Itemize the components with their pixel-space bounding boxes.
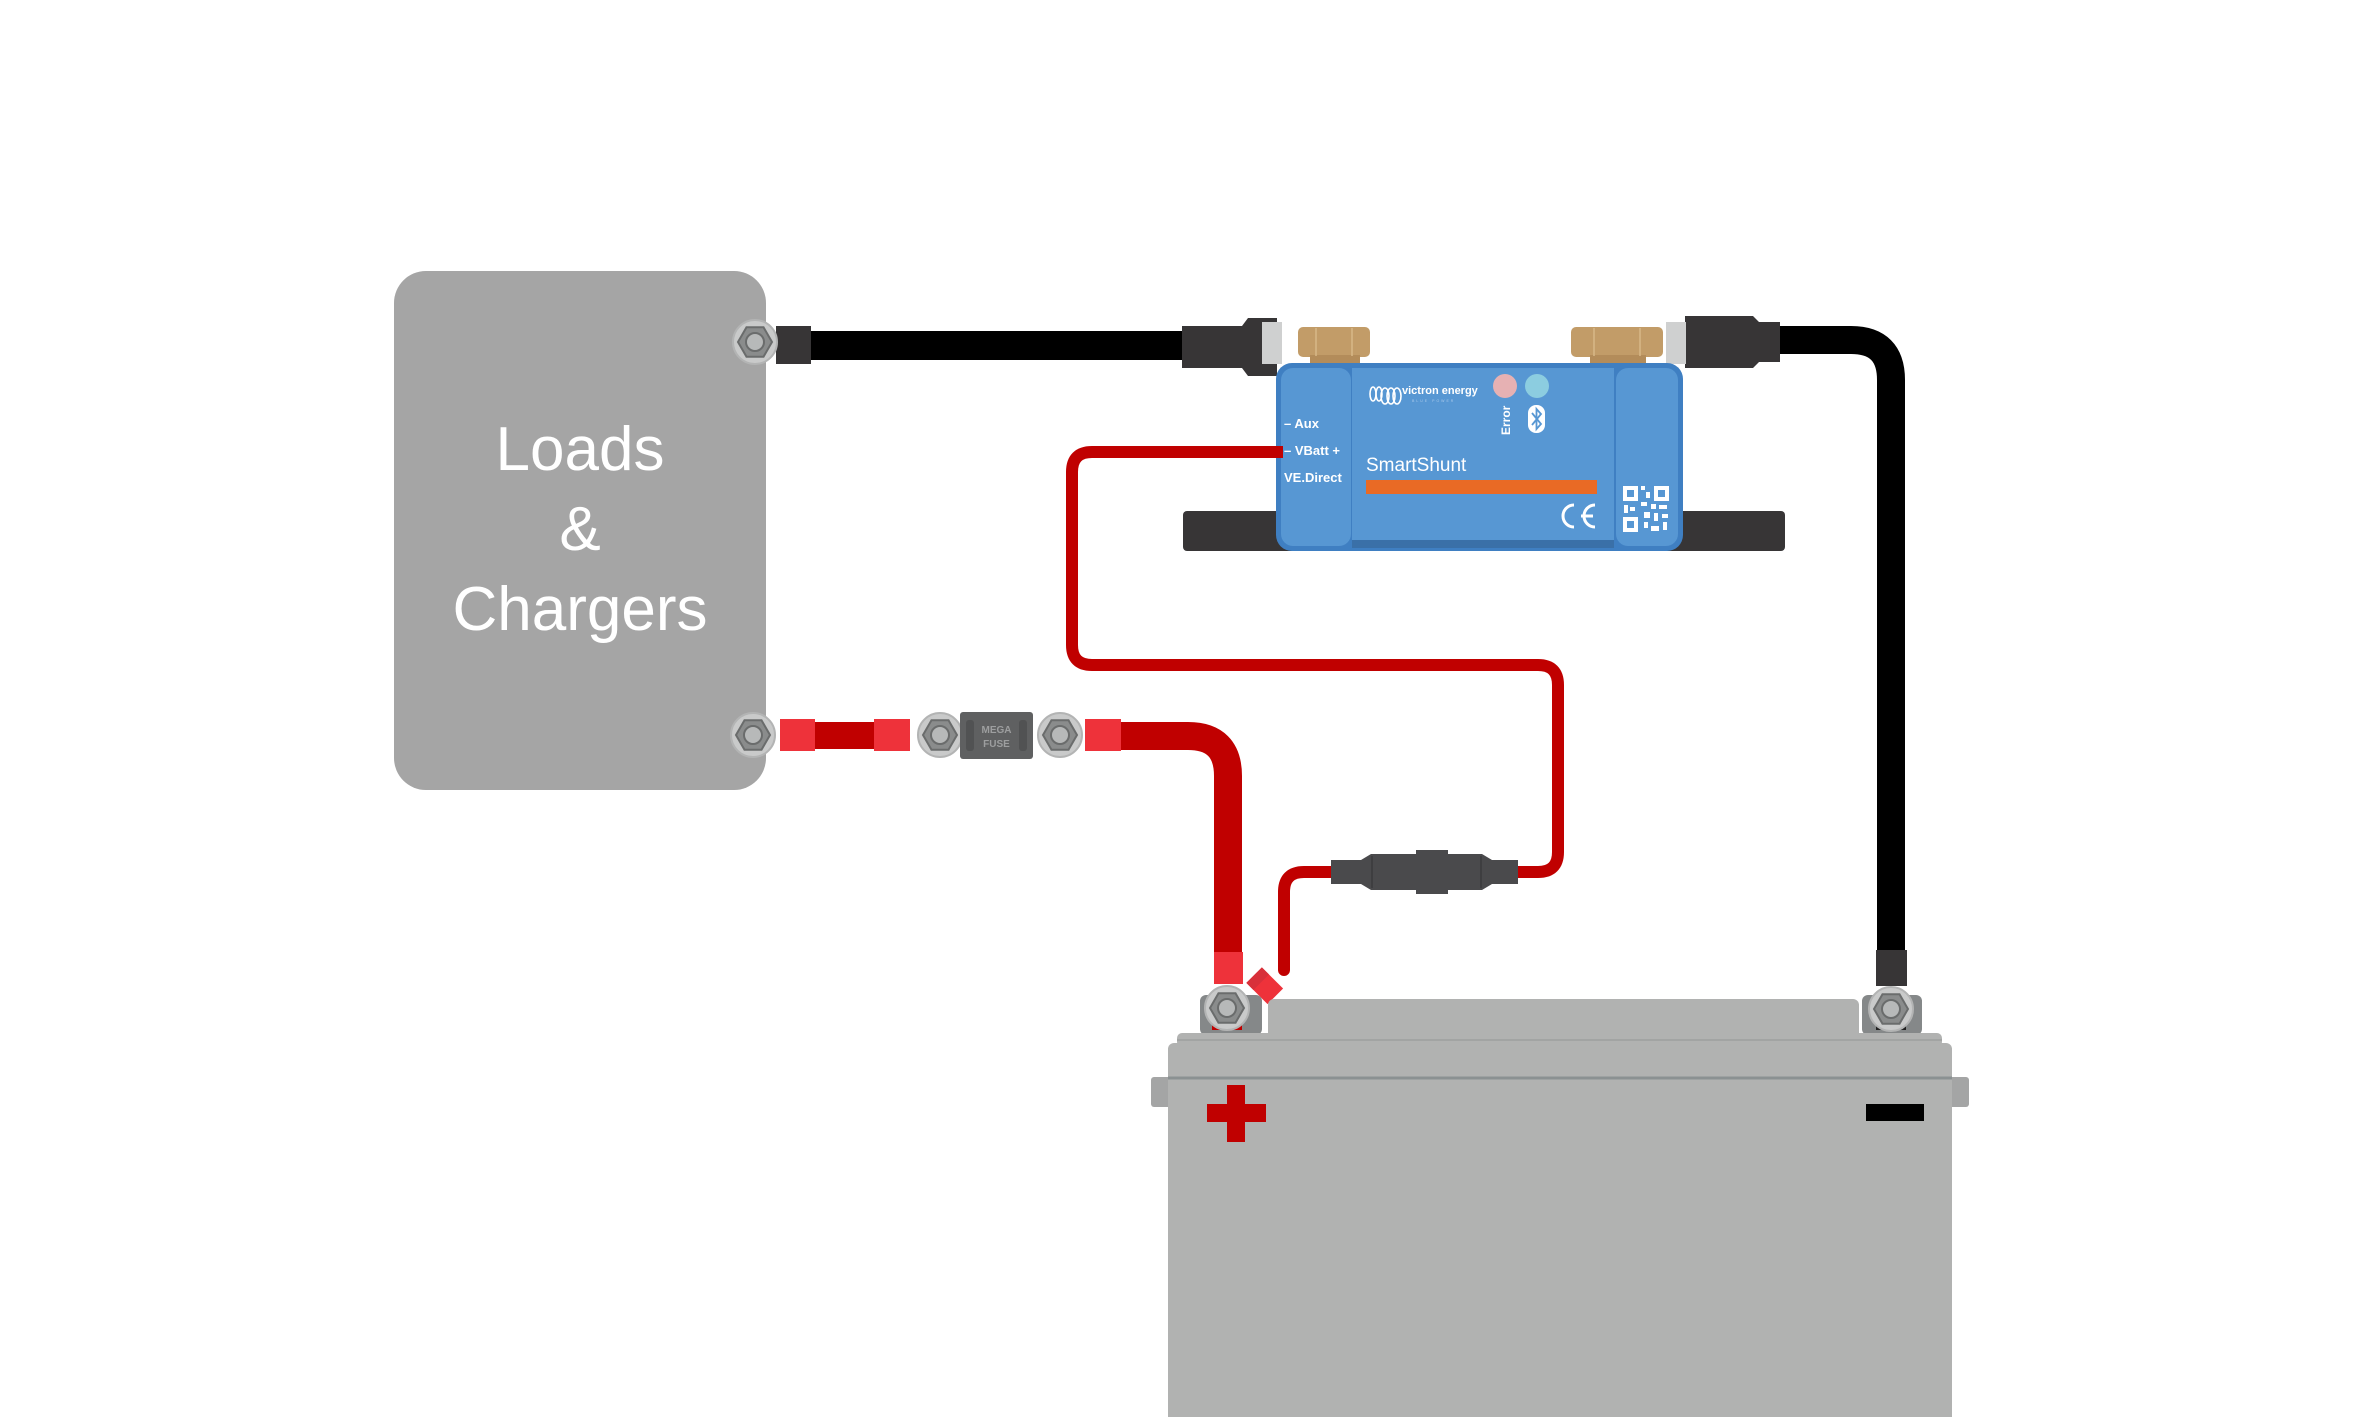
battery xyxy=(1151,985,1969,1417)
brand-name: victron energy xyxy=(1402,385,1479,397)
negative-symbol xyxy=(1866,1104,1924,1121)
fuse-nut-right xyxy=(1037,712,1083,758)
crimp-red xyxy=(780,719,815,751)
fuse-nut-left xyxy=(917,712,963,758)
model-name: SmartShunt xyxy=(1366,455,1467,476)
crimp-red xyxy=(1085,719,1121,751)
inline-fuse-holder xyxy=(1331,850,1518,894)
qr-code-icon xyxy=(1623,486,1669,532)
terminal-nut-loads-positive xyxy=(730,712,776,758)
vbatt-sense-wire xyxy=(1066,446,1564,1005)
smartshunt: – Aux – VBatt + VE.Direct victron energy… xyxy=(1183,322,1785,551)
battery-positive-terminal xyxy=(1204,985,1250,1031)
negative-cable-shunt-to-battery xyxy=(1685,316,1907,986)
crimp-black xyxy=(776,326,811,364)
loads-label: Loads xyxy=(496,415,665,484)
victron-logo-icon xyxy=(1369,386,1402,405)
shunt-lug-left xyxy=(1182,318,1277,376)
crimp-red xyxy=(1214,952,1243,984)
crimp-red xyxy=(874,719,910,751)
terminal-nut-loads-negative xyxy=(732,319,778,365)
ce-mark-icon xyxy=(1561,503,1596,529)
fuse-label-line1: MEGA xyxy=(982,725,1012,736)
loads-and-chargers-box: Loads & Chargers xyxy=(394,271,766,790)
brand-tagline: BLUE POWER xyxy=(1412,399,1455,403)
orange-stripe xyxy=(1366,480,1597,494)
port-label-vedirect: VE.Direct xyxy=(1284,470,1342,485)
chargers-label: Chargers xyxy=(453,575,708,644)
negative-cable-loads-to-shunt xyxy=(732,318,1277,376)
positive-symbol xyxy=(1207,1085,1266,1142)
brass-nut-left xyxy=(1298,327,1370,363)
shunt-lug-right xyxy=(1685,316,1780,368)
fuse-label-line2: FUSE xyxy=(983,739,1010,750)
ampersand-label: & xyxy=(559,495,600,564)
positive-cable: MEGA FUSE xyxy=(730,712,1243,984)
mega-fuse: MEGA FUSE xyxy=(960,712,1033,759)
port-label-aux: – Aux xyxy=(1284,416,1320,431)
port-label-vbatt: – VBatt + xyxy=(1284,443,1340,458)
error-led xyxy=(1493,374,1517,398)
bluetooth-icon xyxy=(1528,405,1545,433)
crimp-black xyxy=(1876,950,1907,986)
brass-nut-right xyxy=(1571,327,1663,363)
error-label: Error xyxy=(1499,405,1513,435)
bluetooth-led xyxy=(1525,374,1549,398)
battery-negative-terminal xyxy=(1868,986,1914,1032)
crimp-red-angled xyxy=(1246,967,1284,1005)
